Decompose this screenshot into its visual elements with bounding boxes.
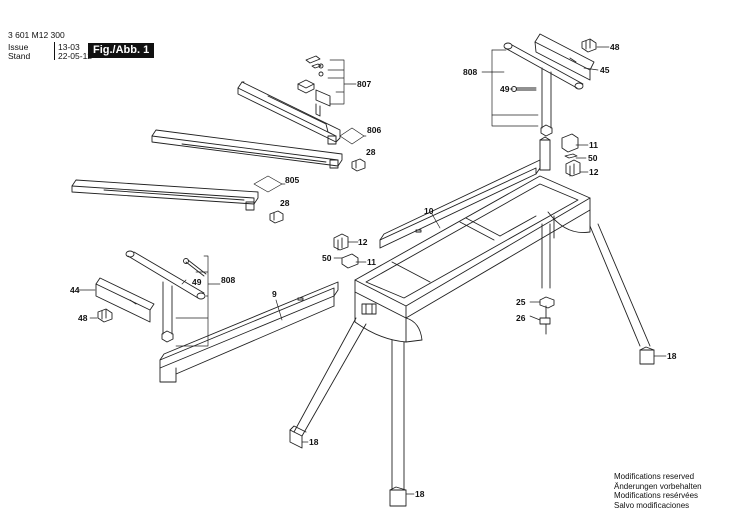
part-label-18-right: 18: [667, 351, 677, 361]
note-french: Modifications resérvées: [614, 491, 699, 500]
part-label-50-left: 50: [322, 253, 332, 263]
header-bracket: [54, 42, 58, 60]
part-label-808-left: 808: [221, 275, 235, 285]
document-number: 3 601 M12 300: [8, 30, 65, 40]
part-label-11-right: 11: [589, 140, 598, 150]
part-label-48-top: 48: [610, 42, 620, 52]
part-label-44: 44: [70, 285, 80, 295]
modification-notes: Modifications reserved Änderungen vorbeh…: [614, 472, 702, 510]
part-label-10: 10: [424, 206, 434, 216]
part-label-45: 45: [600, 65, 610, 75]
part-label-18-left: 18: [309, 437, 319, 447]
stand-label: Stand: [8, 51, 31, 61]
issue-value: 13-03: [58, 42, 80, 52]
extension-arm-805: [71, 179, 284, 224]
callout-806-lines: [339, 127, 367, 145]
part-label-806: 806: [367, 125, 381, 135]
part-number-labels: 48 45 808 49 807 806 28 805 28 11 50 12 …: [70, 42, 677, 499]
rail-9-callout: [275, 299, 283, 321]
frame-callout-lines: [301, 144, 667, 495]
left-roller-support: [95, 250, 207, 343]
extension-arm-806: [151, 129, 366, 172]
part-label-26: 26: [516, 313, 526, 323]
part-label-807: 807: [357, 79, 371, 89]
main-stand-frame: [289, 133, 655, 507]
part-label-28-a: 28: [366, 147, 376, 157]
stand-value: 22-05-12: [58, 51, 93, 61]
top-callout-lines: [481, 46, 610, 127]
document-header: 3 601 M12 300 Issue Stand 13-03 22-05-12: [8, 30, 168, 66]
issue-label: Issue: [8, 42, 29, 52]
part-label-49-top: 49: [500, 84, 510, 94]
part-label-808-top: 808: [463, 67, 477, 77]
figure-label: Fig./Abb. 1: [88, 43, 155, 58]
part-label-805: 805: [285, 175, 299, 185]
part-label-12-right: 12: [589, 167, 599, 177]
left-roller-callout-lines: [77, 255, 221, 347]
extension-arm-807: [237, 55, 341, 145]
top-roller-support: [503, 33, 597, 137]
part-label-48-left: 48: [78, 313, 88, 323]
note-spanish: Salvo modificaciones: [614, 500, 690, 510]
part-label-50-right: 50: [588, 153, 598, 163]
part-label-25: 25: [516, 297, 526, 307]
part-label-18-bottom: 18: [415, 489, 425, 499]
part-label-28-b: 28: [280, 198, 290, 208]
callout-805-lines: [253, 175, 286, 193]
note-german: Änderungen vorbehalten: [614, 481, 702, 491]
part-label-11-left: 11: [367, 257, 376, 267]
part-label-49-left: 49: [192, 277, 202, 287]
note-english: Modifications reserved: [614, 472, 695, 481]
side-rail-9: [159, 281, 339, 383]
part-label-12-left: 12: [358, 237, 368, 247]
callout-807-lines: [327, 59, 357, 105]
part-label-9: 9: [272, 289, 277, 299]
